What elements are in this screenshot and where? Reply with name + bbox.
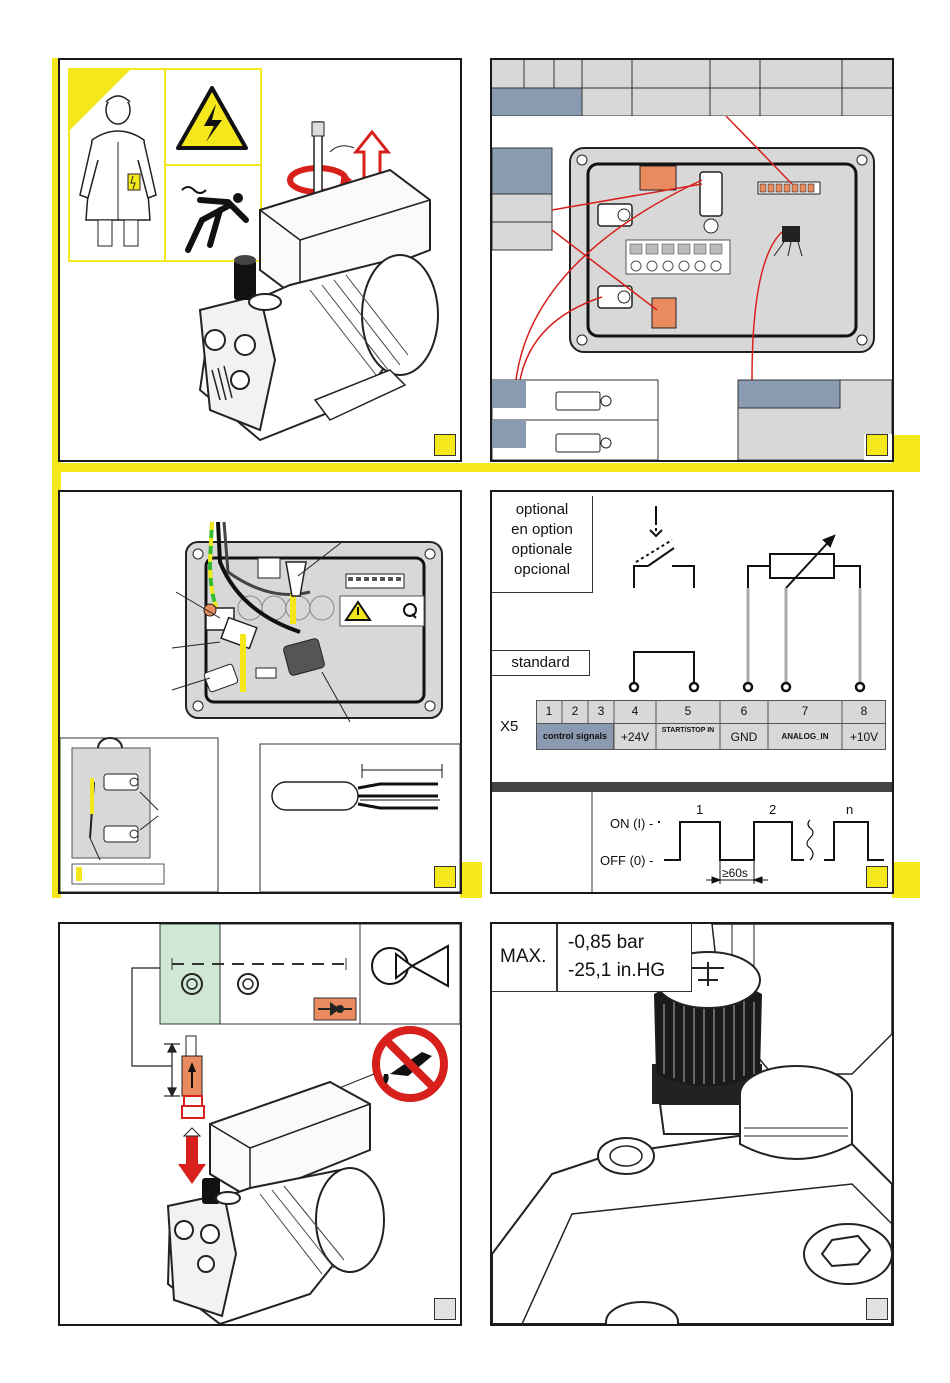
potentiometer-icon	[748, 536, 860, 588]
panel-cover-removal	[58, 58, 462, 462]
panel-cable-ferrite	[58, 490, 462, 894]
switch-icon	[634, 506, 694, 588]
pulse-label-n: n	[846, 802, 853, 817]
panel-regulator-valve: MAX. -0,85 bar -25,1 in.HG	[490, 922, 894, 1326]
corner-marker	[434, 434, 456, 456]
pressure-inhg: -25,1 in.HG	[568, 960, 665, 982]
yellow-frame-mid	[52, 463, 920, 472]
panel-x5-terminals: optional en option optionale opcional st…	[490, 490, 894, 894]
no-oil-icon	[376, 1030, 444, 1098]
pulse-label-1: 1	[696, 802, 703, 817]
corner-marker	[434, 866, 456, 888]
max-pressure-box: MAX. -0,85 bar -25,1 in.HG	[492, 924, 692, 992]
corner-marker	[866, 1298, 888, 1320]
pressure-bar: -0,85 bar	[568, 932, 644, 954]
x5-table: 1 2 3 4 5 6 7 8 control signals +24V STA…	[536, 700, 886, 750]
x5-label: X5	[500, 718, 518, 735]
timing-on-label: ON (I) -	[610, 816, 653, 831]
pulse-label-2: 2	[769, 802, 776, 817]
down-arrow-icon	[178, 1128, 206, 1184]
panel-vacuum-connection	[58, 922, 462, 1326]
interval-label: ≥60s	[722, 866, 748, 880]
corner-marker	[866, 434, 888, 456]
panel-control-board	[490, 58, 894, 462]
timing-off-label: OFF (0) -	[600, 853, 653, 868]
corner-marker	[866, 866, 888, 888]
max-label: MAX.	[500, 946, 546, 968]
check-valve-icon	[314, 998, 356, 1020]
corner-marker	[434, 1298, 456, 1320]
yellow-frame-right-top	[892, 435, 920, 470]
